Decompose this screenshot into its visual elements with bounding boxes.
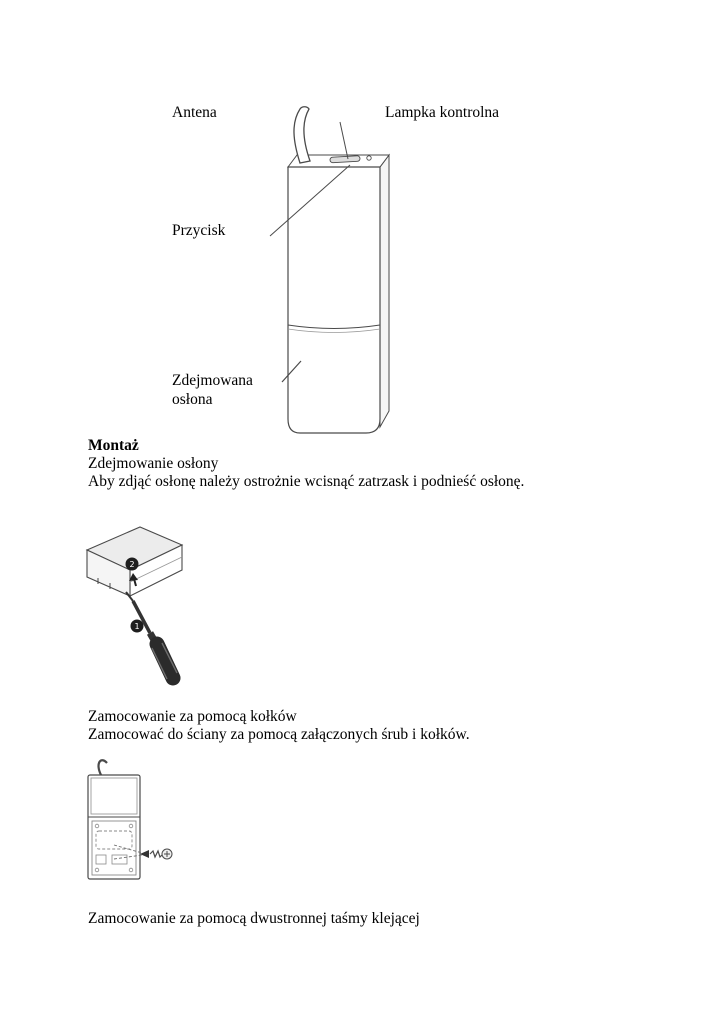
cover-seam-line: [287, 324, 381, 329]
screw-thread: [149, 849, 164, 859]
compartment-detail: [111, 854, 128, 865]
upper-cover-inner-line: [90, 777, 138, 815]
label-removable-cover: Zdejmowana osłona: [172, 372, 253, 408]
mount-hole: [128, 823, 134, 829]
device-diagram: [269, 106, 390, 434]
step-1-number: 1: [134, 622, 139, 631]
latch-tabs: [97, 578, 111, 589]
mount-hole: [128, 867, 134, 873]
step-1-badge: [130, 619, 144, 633]
wall-mount-illustration: [87, 759, 173, 880]
tape-subheading: Zamocowanie za pomocą dwustronnej taśmy …: [88, 910, 420, 927]
screwdriver-handle: [149, 636, 181, 686]
screw-arrow-head: [140, 850, 149, 858]
mount-hole: [94, 867, 100, 873]
cover-seam-shadow: [287, 328, 381, 333]
lamp-leader-line: [339, 121, 349, 160]
battery-compartment: [91, 820, 137, 876]
label-antenna: Antena: [172, 104, 217, 121]
montaz-heading: Montaż: [88, 437, 139, 454]
screw-head-slot: [164, 851, 170, 857]
montaz-body: Aby zdjąć osłonę należy ostrożnie wcisną…: [88, 473, 525, 490]
pegs-body: Zamocować do ściany za pomocą załączonyc…: [88, 726, 470, 743]
label-control-lamp: Lampka kontrolna: [385, 104, 500, 121]
screwdriver-shaft: [131, 600, 152, 634]
top-button-dot: [366, 155, 372, 161]
lamp-slot: [329, 155, 361, 164]
slide-arrow-head: [129, 573, 138, 581]
box-seam: [129, 556, 183, 583]
antenna-small-drawing: [97, 759, 108, 776]
antenna-drawing: [293, 106, 311, 164]
cover-removal-illustration: 2 1: [85, 526, 184, 686]
mount-hole: [94, 823, 100, 829]
step-2-badge: [125, 557, 139, 571]
compartment-detail: [95, 854, 107, 865]
montaz-subheading: Zdejmowanie osłony: [88, 455, 219, 472]
step-2-number: 2: [129, 560, 134, 569]
pegs-subheading: Zamocowanie za pomocą kołków: [88, 708, 297, 725]
cover-leader-line: [281, 360, 302, 383]
screwdriver-handle-ridges: [151, 642, 178, 680]
device-side-face: [379, 153, 390, 429]
battery-outline: [95, 830, 133, 850]
screwdriver-tip: [125, 591, 134, 602]
label-button: Przycisk: [172, 222, 226, 239]
device-front-face: [287, 166, 381, 434]
button-leader-line: [269, 164, 351, 237]
